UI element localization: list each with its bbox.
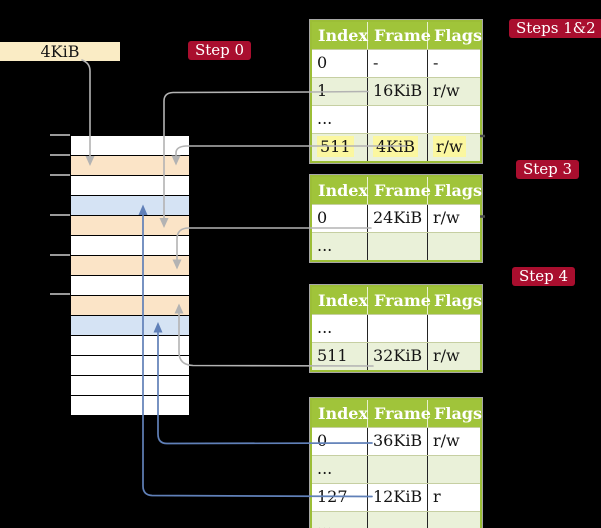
cell-frame <box>367 106 427 133</box>
table-row: 127 12KiB r <box>312 483 480 511</box>
col-header-frame: Frame <box>367 22 431 49</box>
cell-frame <box>367 233 427 260</box>
cell-index: ... <box>317 236 333 255</box>
table-row: ... <box>312 455 480 483</box>
page-table-step-4: Index Frame Flags ... 511 32KiB r/w <box>310 285 482 372</box>
col-header-flags: Flags <box>427 177 482 204</box>
cell-index: ... <box>317 515 333 528</box>
cell-flags: r/w <box>427 134 480 161</box>
cell-flags: - <box>427 50 480 77</box>
table-row-highlighted: 511 4KiB r/w <box>312 133 480 161</box>
cell-frame <box>367 512 427 528</box>
cell-frame: 4KiB <box>367 134 427 161</box>
address-tick <box>50 293 70 296</box>
page-table-step-3: Index Frame Flags 0 24KiB r/w ... <box>310 175 482 262</box>
memory-row-plain <box>71 276 189 296</box>
col-header-flags: Flags <box>427 400 482 427</box>
cell-index: 127 <box>317 487 348 506</box>
table-row: 0 36KiB r/w <box>312 427 480 455</box>
cell-frame: 32KiB <box>367 343 427 370</box>
memory-row-data <box>71 196 189 216</box>
cell-index: 0 <box>317 431 328 450</box>
address-tick <box>50 153 70 156</box>
badge-step-3: Step 3 <box>516 160 580 179</box>
cell-frame: 12KiB <box>367 484 427 511</box>
table-row: ... <box>312 232 480 260</box>
cell-flags: r/w <box>427 205 480 232</box>
memory-row-plain <box>71 176 189 196</box>
col-header-index: Index <box>318 404 369 423</box>
cell-flags <box>427 315 480 342</box>
cell-flags: r/w <box>427 343 480 370</box>
col-header-frame: Frame <box>367 287 431 314</box>
col-header-index: Index <box>318 291 369 310</box>
table-row: ... <box>312 105 480 133</box>
table-header-row: Index Frame Flags <box>312 177 482 204</box>
cell-flags: r/w <box>427 78 480 105</box>
table-row: ... <box>312 511 480 528</box>
cell-index: 1 <box>317 81 328 100</box>
cell-flags <box>427 106 480 133</box>
table-row: 511 32KiB r/w <box>312 342 480 370</box>
table-row: 0 24KiB r/w <box>312 204 480 232</box>
col-header-flags: Flags <box>427 22 482 49</box>
table-header-row: Index Frame Flags <box>312 287 482 314</box>
cell-flags <box>427 233 480 260</box>
cell-frame <box>367 456 427 483</box>
cell-index: 0 <box>317 53 328 72</box>
address-tick <box>50 134 70 136</box>
table-header-row: Index Frame Flags <box>312 22 482 49</box>
col-header-flags: Flags <box>427 287 482 314</box>
badge-steps-1-2: Steps 1&2 <box>509 19 601 38</box>
table-row: 1 16KiB r/w <box>312 77 480 105</box>
memory-row-plain <box>71 396 189 415</box>
col-header-index: Index <box>318 181 369 200</box>
highlight: 511 <box>317 136 354 157</box>
table-row: 0 - - <box>312 49 480 77</box>
cell-frame <box>367 315 427 342</box>
cell-index: 511 <box>317 346 348 365</box>
address-tick <box>50 253 70 256</box>
memory-row-data <box>71 316 189 336</box>
memory-row-plain <box>71 356 189 376</box>
memory-row-table <box>71 296 189 316</box>
cell-index: ... <box>317 459 333 478</box>
cell-index: 511 <box>312 134 367 161</box>
page-table-leaf: Index Frame Flags 0 36KiB r/w ... 127 12… <box>310 398 482 528</box>
highlight: 4KiB <box>373 136 419 157</box>
memory-row-table <box>71 216 189 236</box>
address-tick <box>50 173 70 176</box>
memory-row-plain <box>71 136 189 156</box>
col-header-frame: Frame <box>367 400 431 427</box>
cell-flags <box>427 456 480 483</box>
cell-flags: r/w <box>427 428 480 455</box>
cell-frame: 24KiB <box>367 205 427 232</box>
table-header-row: Index Frame Flags <box>312 400 482 427</box>
table-row: ... <box>312 314 480 342</box>
root-pointer-box: 4KiB <box>0 42 120 61</box>
memory-row-plain <box>71 236 189 256</box>
col-header-index: Index <box>318 26 369 45</box>
cell-frame: - <box>367 50 427 77</box>
badge-step-0: Step 0 <box>188 41 252 60</box>
memory-row-table <box>71 156 189 176</box>
address-tick <box>50 213 70 216</box>
cell-index: ... <box>317 318 333 337</box>
memory-row-plain <box>71 376 189 396</box>
cell-flags: r <box>427 484 480 511</box>
cell-flags <box>427 512 480 528</box>
physical-memory-column <box>70 135 190 416</box>
highlight: r/w <box>433 136 466 157</box>
page-table-steps-1-2: Index Frame Flags 0 - - 1 16KiB r/w ... … <box>310 20 482 163</box>
cell-index: ... <box>317 109 333 128</box>
cell-frame: 16KiB <box>367 78 427 105</box>
cell-index: 0 <box>317 208 328 227</box>
badge-step-4: Step 4 <box>512 267 576 286</box>
memory-row-plain <box>71 336 189 356</box>
col-header-frame: Frame <box>367 177 431 204</box>
cell-frame: 36KiB <box>367 428 427 455</box>
memory-row-table <box>71 256 189 276</box>
